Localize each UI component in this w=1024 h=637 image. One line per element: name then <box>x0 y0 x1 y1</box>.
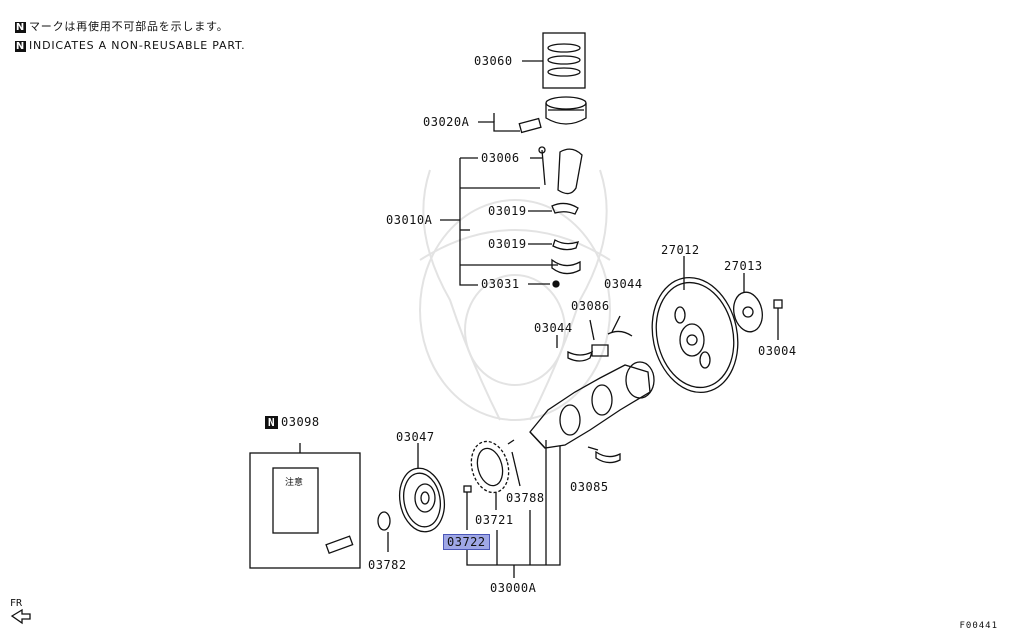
connecting-rod <box>538 146 583 195</box>
part-label-03085[interactable]: 03085 <box>570 480 609 494</box>
bearing-lower <box>552 239 580 251</box>
part-label-27012[interactable]: 27012 <box>661 243 700 257</box>
non-reusable-badge: N <box>15 21 26 33</box>
part-label-03004[interactable]: 03004 <box>758 344 797 358</box>
part-label-03044-right[interactable]: 03044 <box>604 277 643 291</box>
part-label-03782[interactable]: 03782 <box>368 558 407 572</box>
kit-bolt <box>325 535 354 555</box>
thrust-washer-right <box>607 330 633 337</box>
adapter-plate <box>733 291 763 333</box>
part-label-03086[interactable]: 03086 <box>571 299 610 313</box>
legend-text-jp: マークは再使用不可部品を示します。 <box>29 20 229 33</box>
piston <box>518 96 587 134</box>
drive-plate <box>651 276 739 394</box>
non-reusable-badge: N <box>265 416 278 429</box>
part-label-03788[interactable]: 03788 <box>506 491 545 505</box>
part-label-03044-left[interactable]: 03044 <box>534 321 573 335</box>
part-label-03721[interactable]: 03721 <box>475 513 514 527</box>
leader-03020A <box>478 121 520 132</box>
bracket-03010A <box>459 158 478 286</box>
bolt-kit-box <box>249 452 361 569</box>
flywheel-bolt <box>773 299 783 322</box>
washer-03782 <box>377 511 391 531</box>
part-label-03000A[interactable]: 03000A <box>490 581 537 595</box>
main-bearing-lower <box>595 450 621 464</box>
crankshaft <box>529 361 655 449</box>
front-direction-arrow <box>10 608 31 625</box>
bearing-03086 <box>591 344 609 357</box>
part-label-03722-highlighted[interactable]: 03722 <box>443 534 490 550</box>
part-label-03047[interactable]: 03047 <box>396 430 435 444</box>
non-reusable-badge: N <box>15 40 26 52</box>
woodruff-key <box>507 439 515 445</box>
part-label-03020A[interactable]: 03020A <box>423 115 470 129</box>
part-label-03019-upper[interactable]: 03019 <box>488 204 527 218</box>
part-label-03060[interactable]: 03060 <box>474 54 513 68</box>
caution-sheet <box>272 467 319 534</box>
crank-pulley <box>398 467 446 533</box>
bearing-upper <box>551 202 579 215</box>
part-label-03019-lower[interactable]: 03019 <box>488 237 527 251</box>
part-label-27013[interactable]: 27013 <box>724 259 763 273</box>
figure-code: F00441 <box>959 621 998 631</box>
part-number-text: 03098 <box>281 415 320 429</box>
rod-cap <box>551 258 581 275</box>
part-label-03031[interactable]: 03031 <box>481 277 520 291</box>
sensor-plate <box>470 440 510 494</box>
watermark-logo <box>419 169 611 421</box>
part-label-03010A[interactable]: 03010A <box>386 213 433 227</box>
piston-rings <box>542 32 586 89</box>
thrust-washer-left <box>567 350 594 362</box>
front-label: FR <box>10 598 23 609</box>
part-label-03006[interactable]: 03006 <box>481 151 520 165</box>
sensor-plate-bolt <box>463 485 472 530</box>
caution-sheet-text: 注意 <box>285 478 304 488</box>
legend-text-en: INDICATES A NON-REUSABLE PART. <box>29 39 246 52</box>
